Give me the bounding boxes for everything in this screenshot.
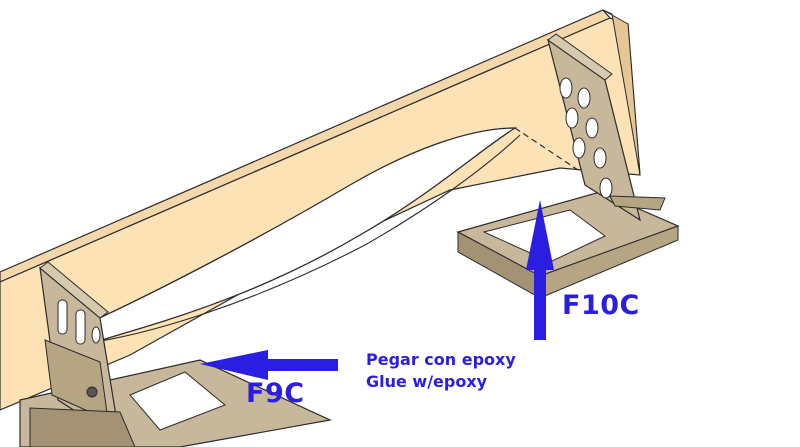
f10c-tab [609, 195, 666, 211]
former-f9c [19, 261, 332, 447]
f9c-lower-plate [29, 407, 136, 447]
label-f9c: F9C [246, 378, 305, 409]
wood-panel-rear [602, 9, 641, 176]
hidden-line [514, 127, 579, 171]
wood-panel [0, 9, 641, 411]
label-instruction-en: Glue w/epoxy [366, 372, 488, 391]
f9c-holes [57, 299, 101, 345]
arrow-to-f10c [526, 200, 554, 340]
airfoil-cutout [94, 127, 518, 343]
f9c-base-cutout [129, 371, 226, 431]
label-f10c: F10C [562, 290, 640, 321]
f9c-bolt [86, 386, 98, 398]
label-instruction-es: Pegar con epoxy [366, 350, 516, 369]
f10c-side-plate-edge [547, 33, 613, 81]
arrow-to-f9c [200, 350, 338, 380]
f9c-side-plate-edge [39, 261, 109, 319]
f10c-holes [559, 77, 613, 199]
airfoil-lower-edge [94, 134, 521, 343]
